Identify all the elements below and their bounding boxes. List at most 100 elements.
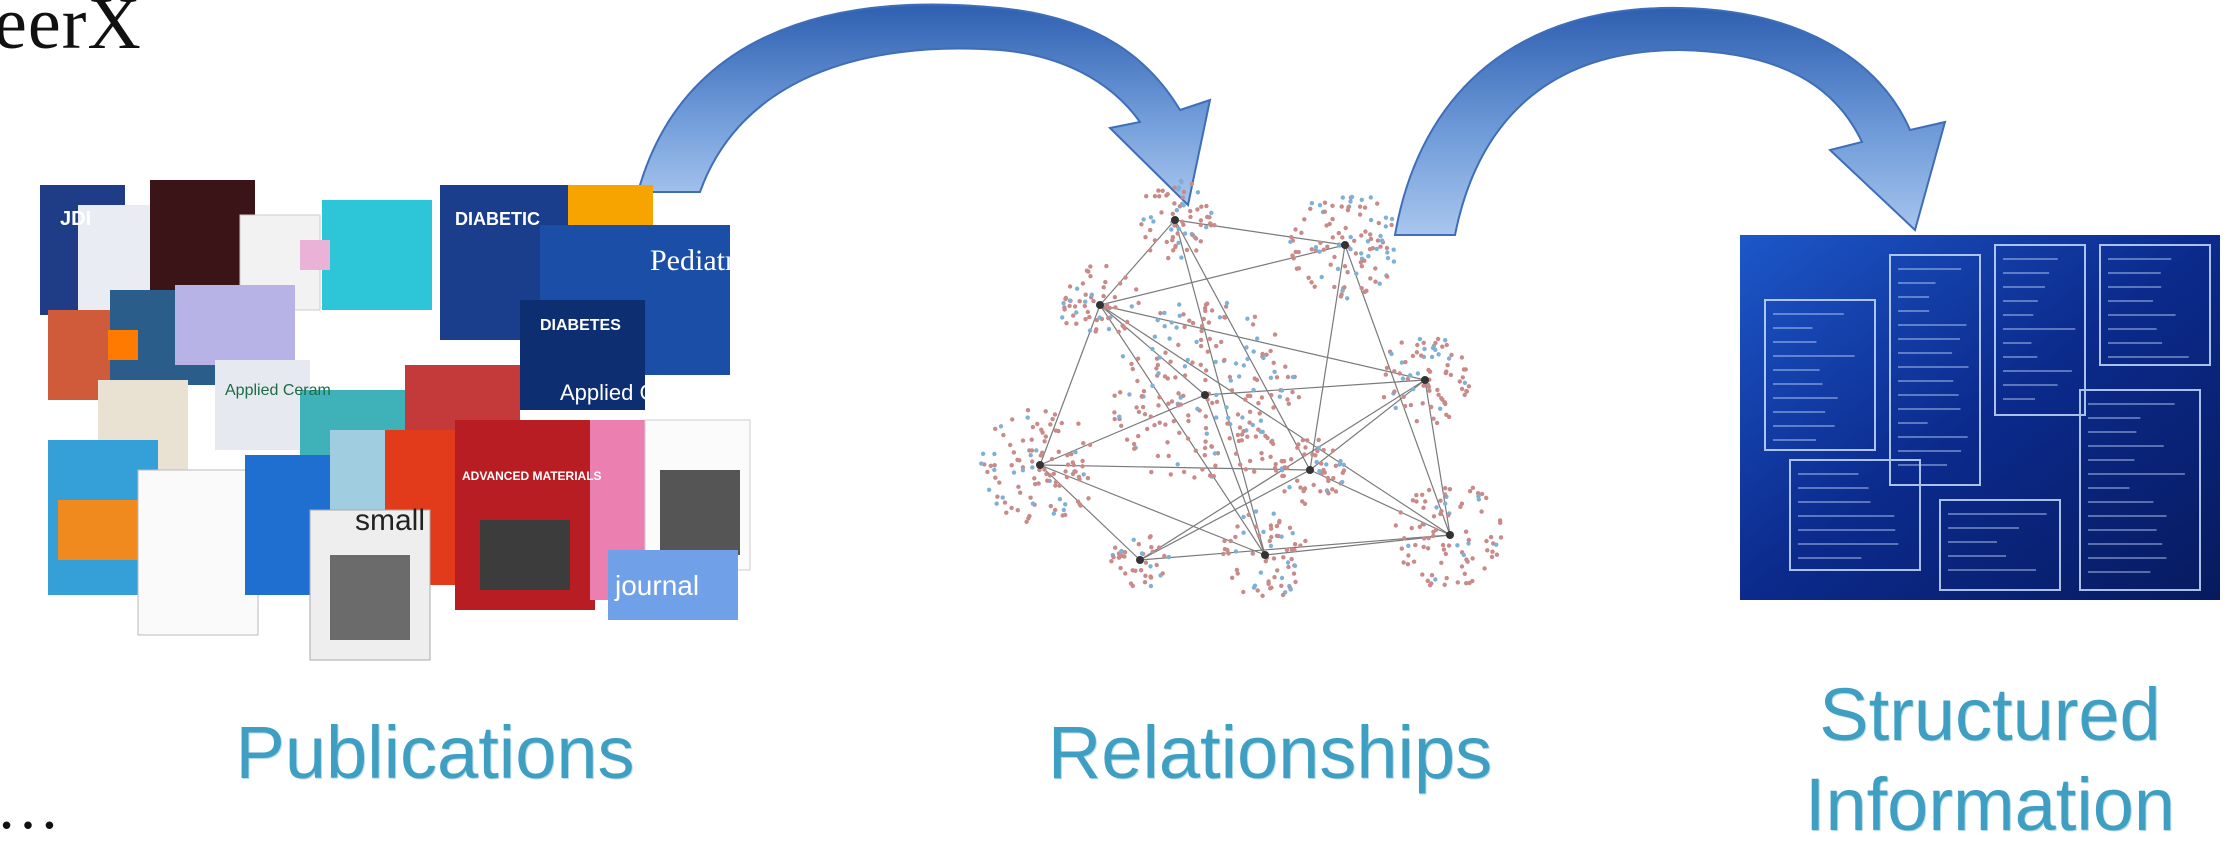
network-node [1269,526,1274,531]
network-node [1425,578,1431,583]
network-node [1107,305,1113,311]
network-node [1077,299,1082,304]
network-node [1173,243,1178,249]
network-node [1324,462,1329,467]
network-node [1455,543,1460,548]
schema-table [1889,254,1981,486]
network-node [1408,402,1414,408]
network-node [1087,314,1092,320]
network-node [1202,445,1208,451]
schema-table [2099,244,2211,366]
network-node [1123,571,1128,576]
network-node [1330,448,1336,453]
network-node [1178,402,1183,407]
network-node [1288,587,1293,592]
network-node [1204,225,1209,230]
network-node [1186,413,1191,418]
network-node [1212,451,1218,456]
network-node [1346,205,1351,210]
network-node [1001,432,1006,438]
network-hub [1421,376,1429,384]
network-node [1316,445,1321,451]
network-node [1024,519,1029,524]
network-node [1290,253,1295,258]
network-node [1101,293,1106,299]
network-node [1181,189,1187,195]
network-node [1235,524,1240,529]
network-node [1423,499,1428,504]
network-node [1174,208,1180,213]
network-node [1223,304,1229,309]
network-node [1209,444,1215,449]
network-node [1080,458,1085,464]
network-node [1189,181,1195,187]
network-node [1303,445,1308,450]
network-node [1193,236,1199,241]
network-node [1338,458,1343,464]
network-node [1078,503,1083,508]
network-node [1253,509,1259,514]
network-hub [1306,466,1314,474]
network-node [1083,299,1088,304]
network-node [1385,274,1390,279]
network-node [1177,430,1182,435]
network-node [1162,324,1167,329]
arrow-relationships-to-structured-information [1393,6,1947,236]
network-node [1053,479,1059,485]
network-node [1261,529,1266,535]
network-node [1455,580,1461,585]
network-node [1241,514,1246,520]
network-node [1167,336,1172,341]
network-node [1322,200,1328,205]
network-node [1269,534,1274,540]
network-node [1434,420,1440,426]
network-node [1429,573,1435,578]
network-node [1063,296,1068,302]
network-node [1165,440,1170,445]
network-node [1047,473,1053,478]
network-node [1251,349,1256,354]
network-node [1384,245,1390,251]
network-node [1015,457,1020,462]
network-node [1408,373,1413,378]
network-node [1414,419,1420,424]
network-node [1426,367,1431,373]
arrow-publications-to-relationships [636,3,1212,208]
network-node [1097,315,1102,320]
network-node [1368,232,1373,237]
network-node [1060,513,1065,518]
network-node [1198,362,1204,367]
network-node [1246,512,1251,517]
network-node [1241,589,1246,595]
network-edge [1424,379,1451,536]
network-node [1188,214,1193,220]
cover-label: JDI [60,208,91,230]
network-node [1281,555,1286,560]
network-node [1104,263,1109,269]
network-node [1317,468,1322,474]
network-node [1222,314,1227,320]
network-node [979,461,984,466]
network-node [997,480,1002,485]
network-node [1293,227,1298,232]
cover-label: DIABETIC [455,209,540,229]
network-node [1030,459,1035,464]
network-node [992,463,997,468]
network-node [1292,563,1298,568]
network-node [1383,215,1389,220]
network-node [1252,376,1257,381]
network-node [1300,438,1306,443]
network-node [1398,510,1403,515]
network-node [1093,329,1098,334]
network-node [1154,562,1159,568]
network-node [1135,378,1140,384]
network-node [1317,249,1322,254]
network-node [1279,458,1284,464]
network-node [1476,494,1481,499]
network-node [1285,374,1291,380]
network-node [1306,275,1311,280]
network-node [1195,406,1200,411]
network-node [1470,578,1475,584]
network-node [1378,233,1383,239]
